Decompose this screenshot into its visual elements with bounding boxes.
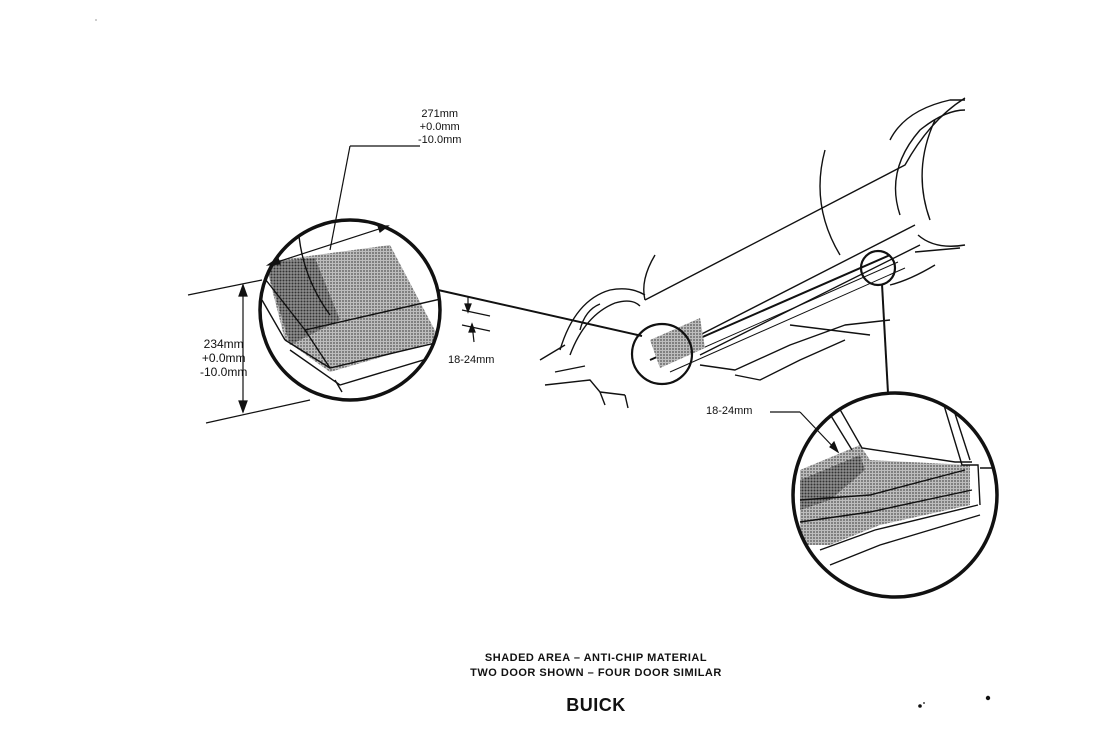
width-dimension-label: 271mm +0.0mm -10.0mm xyxy=(418,108,462,146)
left-detail-view xyxy=(258,145,442,402)
right-detail-view xyxy=(770,391,999,599)
height-dimension-label: 234mm +0.0mm -10.0mm xyxy=(200,337,248,379)
brand-title: BUICK xyxy=(566,695,626,715)
car-shaded-area xyxy=(650,318,705,368)
stray-dot xyxy=(95,19,97,21)
left-locator-circle xyxy=(630,322,694,386)
right-gap-label: 18-24mm xyxy=(706,405,753,417)
left-leader-line xyxy=(437,289,643,337)
stray-dot xyxy=(985,695,991,701)
right-locator-circle xyxy=(859,249,897,287)
car-body-illustration xyxy=(539,97,966,409)
caption-line-1: SHADED AREA – ANTI-CHIP MATERIAL xyxy=(484,652,708,664)
stray-dot xyxy=(923,702,925,704)
left-gap-label: 18-24mm xyxy=(448,354,495,366)
left-gap-dimension xyxy=(461,296,491,343)
stray-dot xyxy=(918,704,922,708)
height-dimension xyxy=(187,279,311,424)
right-leader-line xyxy=(881,283,889,394)
caption-line-2: TWO DOOR SHOWN – FOUR DOOR SIMILAR xyxy=(470,667,722,679)
